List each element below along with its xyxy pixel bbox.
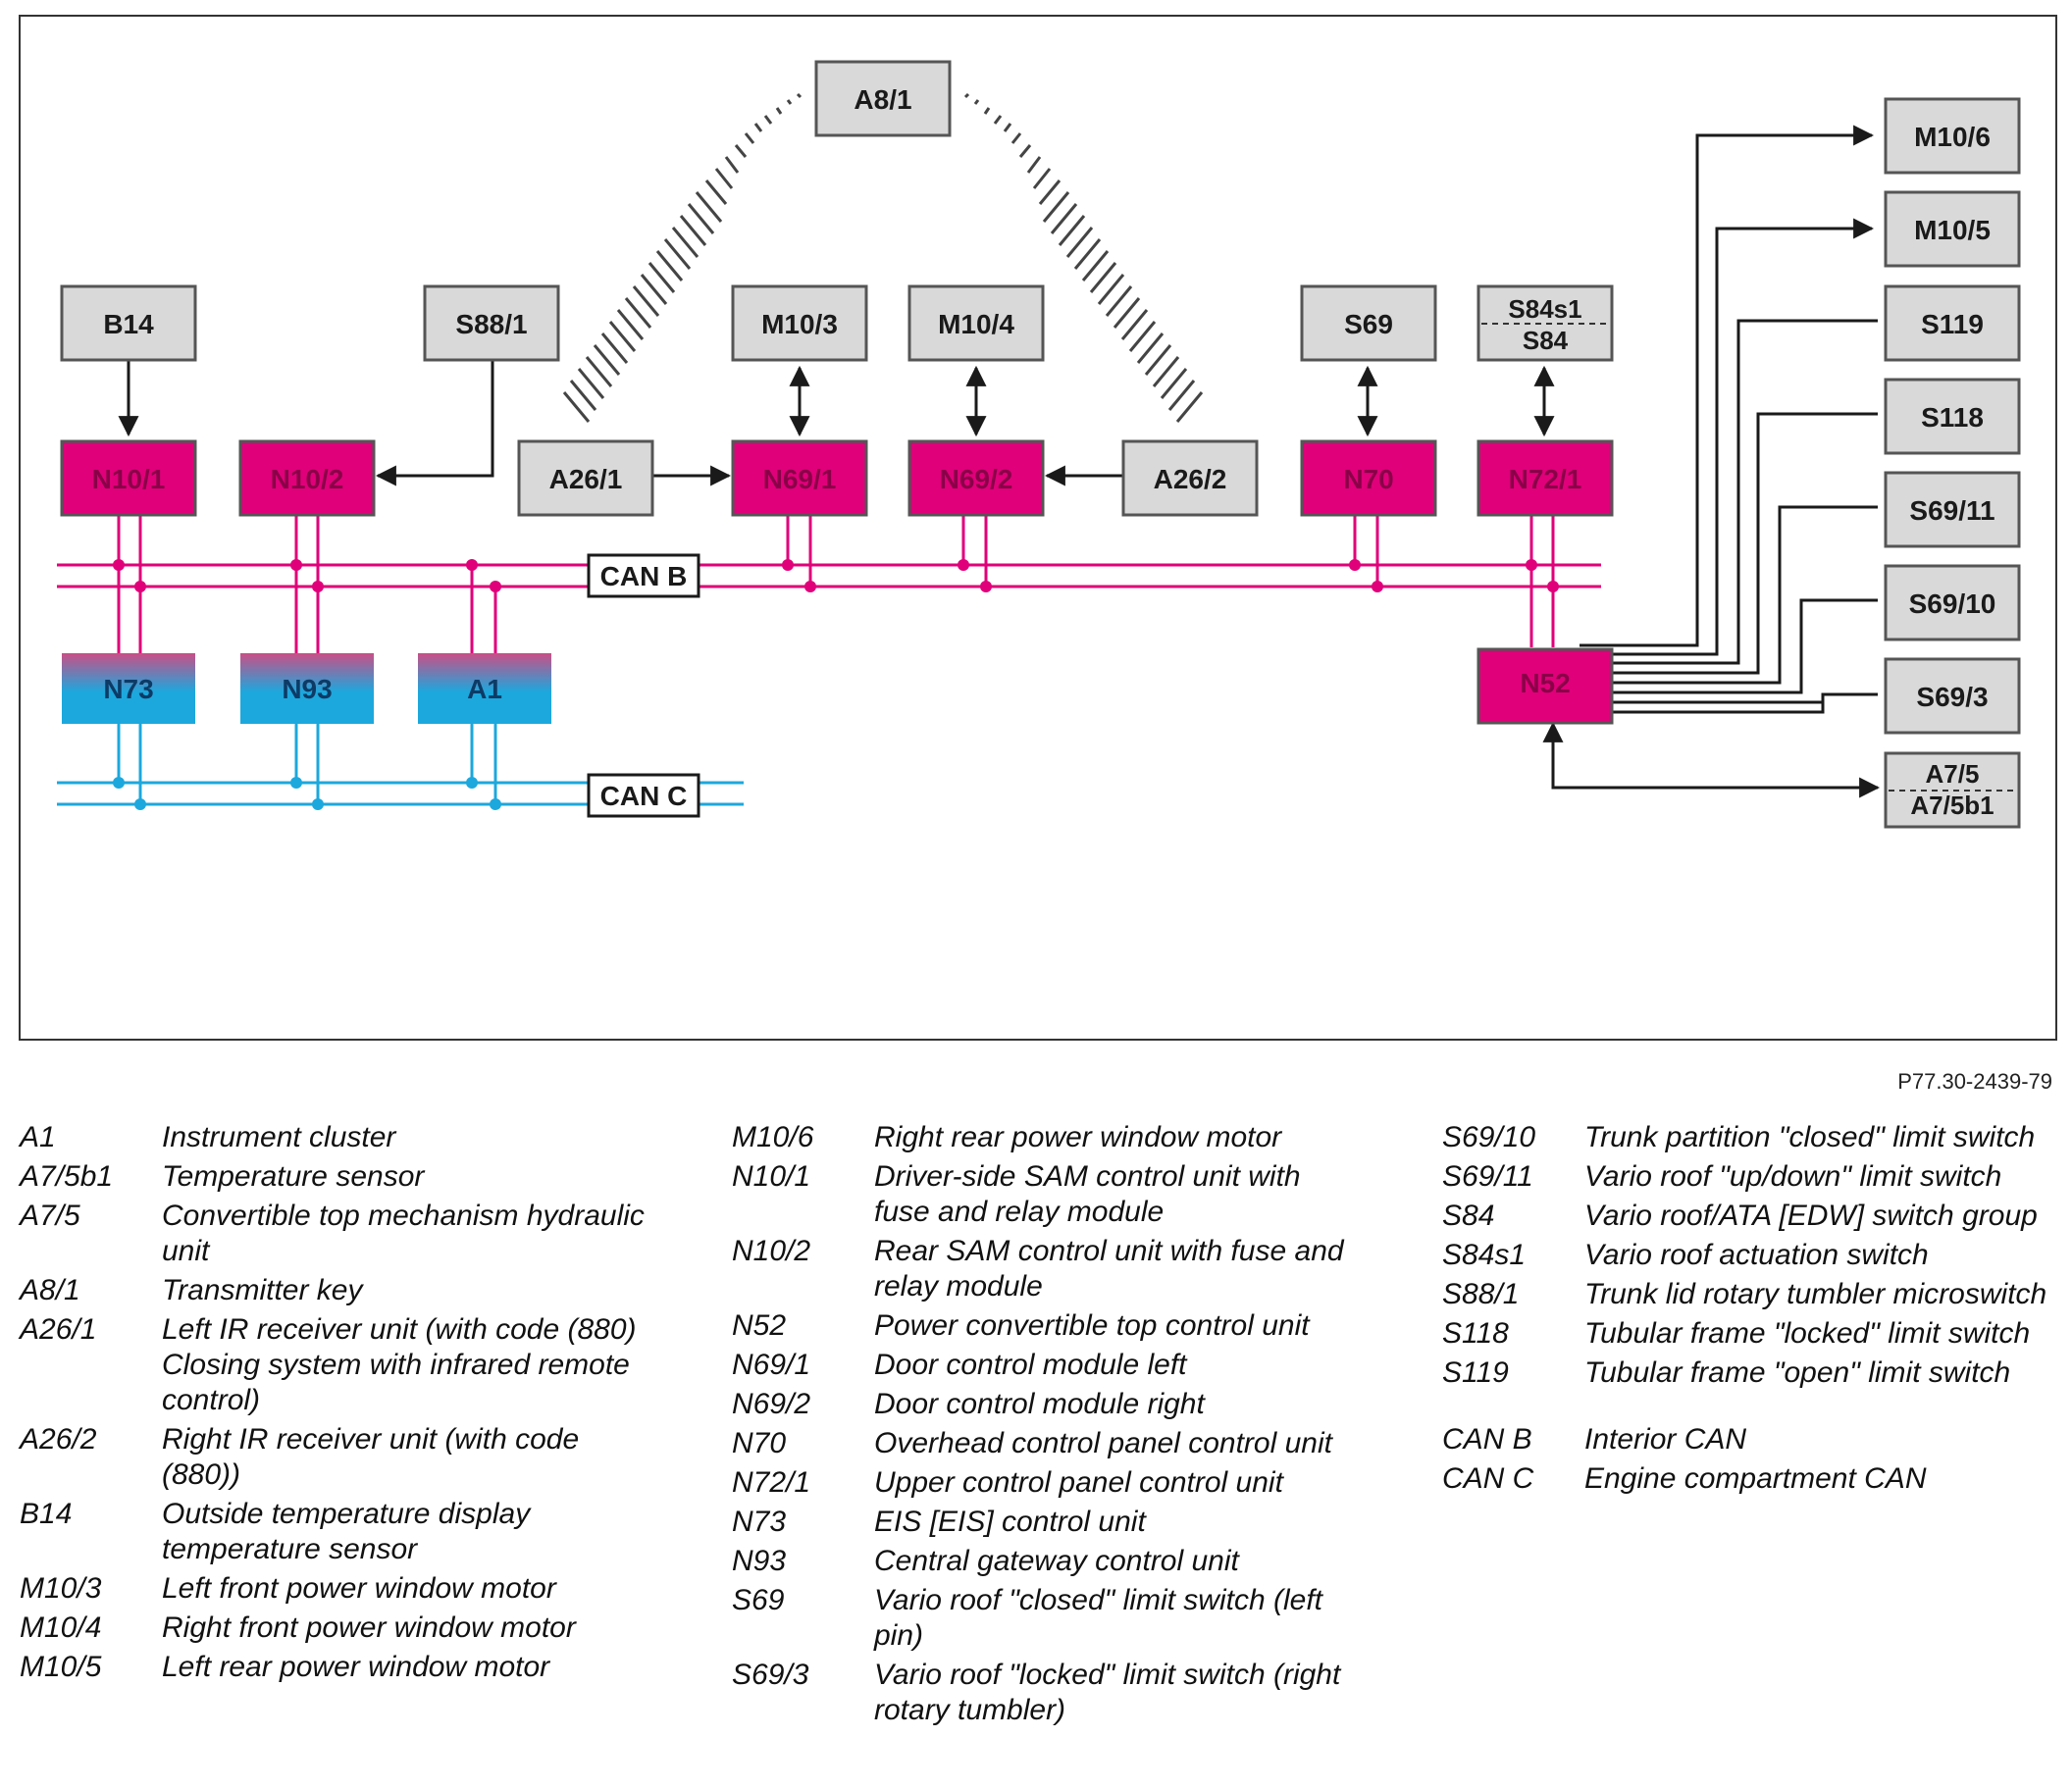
signal-lines	[118, 125, 1881, 798]
can-c-label: CAN C	[600, 781, 688, 811]
box-s88-1: S88/1	[455, 309, 527, 339]
can-b-label-box	[587, 553, 700, 598]
box-a1: A1	[467, 674, 502, 704]
box-s84: S84	[1523, 326, 1569, 355]
box-s119: S119	[1921, 309, 1984, 339]
box-n52: N52	[1520, 668, 1570, 698]
box-a26-2: A26/2	[1154, 464, 1227, 494]
box-a7-5: A7/5	[1926, 759, 1980, 789]
box-s69: S69	[1344, 309, 1393, 339]
box-s118: S118	[1921, 402, 1984, 433]
can-c-stubs	[117, 724, 497, 804]
s69-3-line	[1580, 692, 1878, 723]
box-n70: N70	[1343, 464, 1393, 494]
can-c-junctions	[113, 777, 501, 810]
magenta-modules	[60, 439, 1614, 725]
box-n93: N93	[282, 674, 332, 704]
can-c-label-box	[587, 773, 700, 818]
legend-spacer	[1442, 1395, 2050, 1422]
box-n69-2: N69/2	[940, 464, 1013, 494]
box-a8-1: A8/1	[854, 84, 911, 115]
box-n72-1: N72/1	[1509, 464, 1582, 494]
can-b-junctions	[113, 559, 1559, 592]
box-s69-3: S69/3	[1916, 682, 1988, 712]
ir-beam-right	[963, 92, 1204, 423]
box-n69-1: N69/1	[763, 464, 837, 494]
box-b14: B14	[103, 309, 154, 339]
diagram-frame	[19, 15, 2057, 1041]
gateway-modules	[62, 653, 551, 724]
wiring-diagram: A8/1 B14 S88/1 M10/3 M10/4 S69 S84s1 S84…	[19, 15, 2057, 1041]
box-m10-6: M10/6	[1914, 122, 1991, 152]
ir-beam-left	[562, 92, 803, 423]
box-a26-1: A26/1	[549, 464, 623, 494]
box-s84s1: S84s1	[1508, 294, 1581, 324]
box-m10-3: M10/3	[761, 309, 838, 339]
box-a7-5b1: A7/5b1	[1910, 791, 1994, 820]
box-m10-5: M10/5	[1914, 215, 1991, 245]
figure-reference: P77.30-2439-79	[1897, 1069, 2052, 1094]
can-b-stubs	[117, 513, 1555, 655]
box-s69-11: S69/11	[1909, 495, 1994, 526]
box-s69-10: S69/10	[1909, 588, 1996, 619]
can-b-label: CAN B	[600, 561, 688, 591]
box-n10-1: N10/1	[92, 464, 166, 494]
gray-boxes	[60, 60, 2021, 829]
box-m10-4: M10/4	[938, 309, 1014, 339]
box-n73: N73	[103, 674, 153, 704]
box-n10-2: N10/2	[271, 464, 344, 494]
